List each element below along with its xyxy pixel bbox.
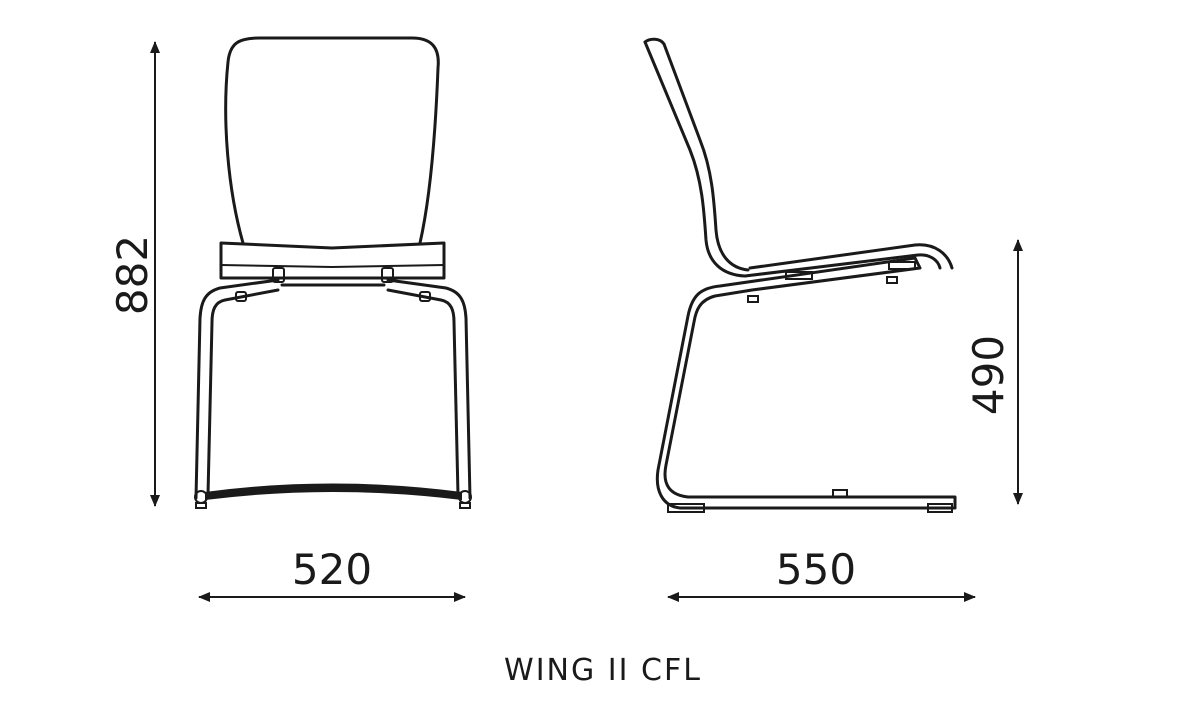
- model-title: WING II CFL: [504, 653, 702, 688]
- side-frame: [655, 256, 957, 510]
- height-label: 882: [108, 235, 157, 315]
- side-seat: [743, 243, 954, 278]
- front-view: [194, 36, 472, 509]
- front-backrest: [224, 36, 440, 245]
- seat-height-label: 490: [964, 335, 1013, 415]
- front-frame-right-leg: [386, 278, 472, 500]
- front-frame-left-leg: [194, 278, 280, 500]
- front-base-bar: [205, 483, 462, 500]
- width-label: 520: [292, 545, 372, 594]
- side-backrest: [643, 37, 750, 272]
- depth-label: 550: [776, 545, 856, 594]
- side-view: [643, 37, 957, 513]
- front-seat: [219, 241, 446, 280]
